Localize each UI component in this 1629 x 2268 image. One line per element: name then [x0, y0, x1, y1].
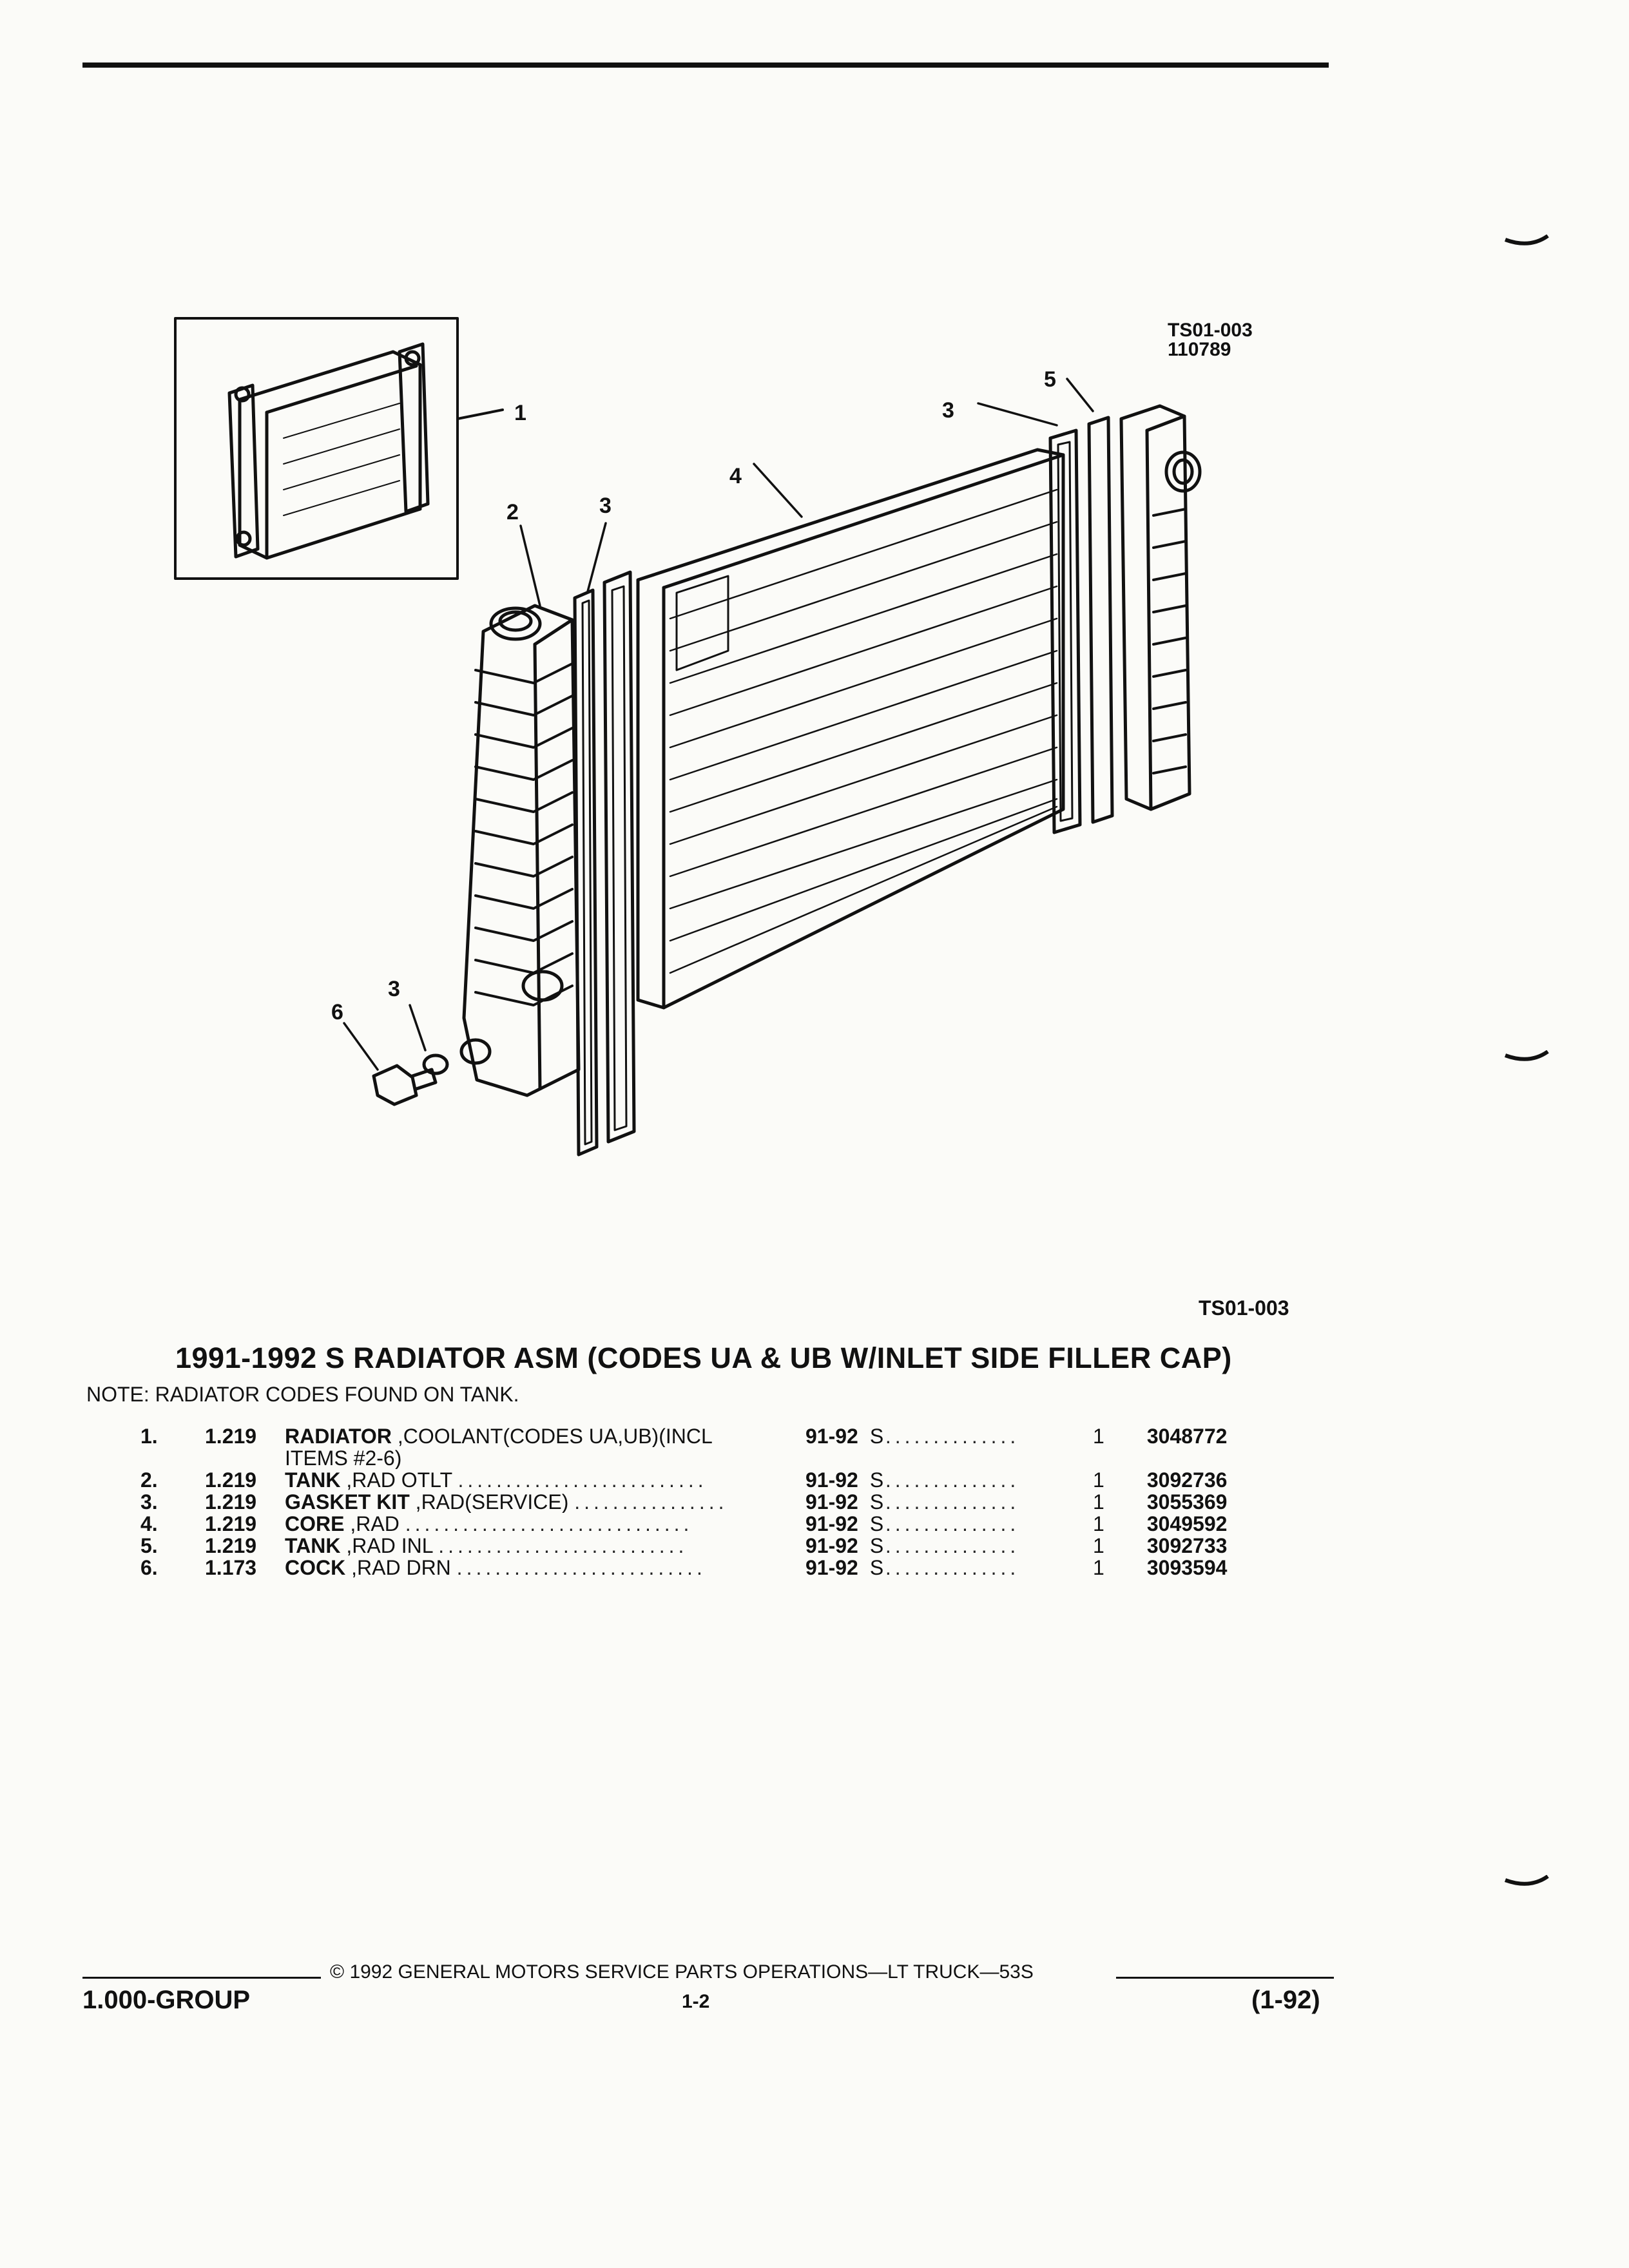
row-years: 91-92 — [805, 1490, 858, 1514]
leader-dots: .............. — [885, 1491, 1020, 1513]
row-name: TANK — [285, 1535, 341, 1557]
callout-2: 2 — [506, 500, 519, 524]
drain-seal — [422, 1053, 449, 1075]
table-row: 5. 1.219 TANK ,RAD INL .................… — [140, 1535, 1244, 1557]
radiator-exploded-illustration: 1 2 3 3 4 5 3 6 — [174, 317, 1202, 1157]
row-desc-continued: ITEMS #2-6) — [285, 1447, 402, 1469]
callout-3b: 3 — [942, 398, 954, 423]
row-index: 2. — [140, 1468, 158, 1492]
row-name: RADIATOR — [285, 1425, 392, 1447]
right-gasket — [1048, 416, 1114, 834]
row-group: 1.219 — [205, 1468, 257, 1492]
row-index: 6. — [140, 1556, 158, 1579]
table-row: 3. 1.219 GASKET KIT ,RAD(SERVICE) ......… — [140, 1491, 1244, 1513]
left-gasket — [573, 570, 636, 1157]
left-tank — [462, 604, 581, 1097]
row-part-number: 3049592 — [1146, 1512, 1228, 1535]
row-code: S — [869, 1556, 884, 1579]
binder-mark-3 — [1504, 1875, 1549, 1886]
footer-rule-left — [82, 1977, 321, 1979]
table-row: 4. 1.219 CORE ,RAD .....................… — [140, 1513, 1244, 1535]
row-qty: 1 — [1093, 1534, 1104, 1557]
row-code: S — [869, 1534, 884, 1557]
footer-date: (1-92) — [1251, 1986, 1320, 2014]
row-part-number: 3055369 — [1146, 1490, 1228, 1514]
figure-ref-code: TS01-003 — [1168, 320, 1253, 341]
callout-4: 4 — [729, 464, 742, 488]
callout-3a: 3 — [599, 494, 612, 518]
row-group: 1.219 — [205, 1425, 257, 1448]
row-desc: ,RAD OTLT — [340, 1469, 452, 1491]
figure-caption-code: TS01-003 — [1199, 1296, 1289, 1320]
row-index: 3. — [140, 1490, 158, 1514]
row-name: COCK — [285, 1557, 346, 1579]
footer-copyright: © 1992 GENERAL MOTORS SERVICE PARTS OPER… — [330, 1961, 1034, 1983]
row-index: 1. — [140, 1425, 158, 1448]
callout-5: 5 — [1044, 367, 1056, 392]
row-name: GASKET KIT — [285, 1491, 410, 1513]
row-desc: ,RAD INL — [340, 1535, 433, 1557]
parts-table: 1. 1.219 RADIATOR ,COOLANT(CODES UA,UB)(… — [140, 1425, 1244, 1579]
section-title: 1991-1992 S RADIATOR ASM (CODES UA & UB … — [175, 1341, 1232, 1374]
inset-radiator-thumbnail — [227, 342, 430, 560]
section-note: NOTE: RADIATOR CODES FOUND ON TANK. — [86, 1383, 519, 1406]
row-group: 1.219 — [205, 1512, 257, 1535]
row-desc: ,RAD — [344, 1513, 400, 1535]
row-group: 1.219 — [205, 1490, 257, 1514]
row-code: S — [869, 1468, 884, 1492]
row-group: 1.219 — [205, 1534, 257, 1557]
top-rule — [82, 62, 1329, 68]
row-qty: 1 — [1093, 1425, 1104, 1448]
leader-dots: .............. — [885, 1535, 1020, 1557]
leader-dots: .............. — [885, 1425, 1020, 1447]
row-years: 91-92 — [805, 1556, 858, 1579]
radiator-core — [636, 448, 1065, 1010]
row-years: 91-92 — [805, 1512, 858, 1535]
table-row: 2. 1.219 TANK ,RAD OTLT ................… — [140, 1469, 1244, 1491]
row-group: 1.173 — [205, 1556, 257, 1579]
row-code: S — [869, 1425, 884, 1448]
row-years: 91-92 — [805, 1425, 858, 1448]
figure-ref-number: 110789 — [1168, 339, 1231, 360]
callout-3c: 3 — [388, 977, 400, 1001]
row-name: TANK — [285, 1469, 341, 1491]
row-part-number: 3093594 — [1146, 1556, 1228, 1579]
leader-dots: .............. — [885, 1513, 1020, 1535]
row-code: S — [869, 1512, 884, 1535]
row-desc: ,COOLANT(CODES UA,UB)(INCL — [391, 1425, 713, 1447]
row-index: 4. — [140, 1512, 158, 1535]
right-tank — [1119, 404, 1202, 811]
row-index: 5. — [140, 1534, 158, 1557]
row-part-number: 3092736 — [1146, 1468, 1228, 1492]
row-desc: ,RAD DRN — [345, 1557, 451, 1579]
row-qty: 1 — [1093, 1512, 1104, 1535]
row-years: 91-92 — [805, 1468, 858, 1492]
row-part-number: 3092733 — [1146, 1534, 1228, 1557]
binder-mark-1 — [1504, 235, 1549, 245]
footer-page-number: 1-2 — [682, 1991, 710, 2012]
row-name: CORE — [285, 1513, 345, 1535]
table-row: 6. 1.173 COCK ,RAD DRN .................… — [140, 1557, 1244, 1579]
row-part-number: 3048772 — [1146, 1425, 1228, 1448]
footer-group: 1.000-GROUP — [82, 1986, 251, 2014]
leader-dots: .............. — [885, 1557, 1020, 1579]
leader-dots: .............. — [885, 1469, 1020, 1491]
footer-rule-right — [1116, 1977, 1334, 1979]
callout-6: 6 — [331, 1000, 343, 1024]
table-row: 1. 1.219 RADIATOR ,COOLANT(CODES UA,UB)(… — [140, 1425, 1244, 1447]
callout-1: 1 — [514, 401, 526, 425]
row-years: 91-92 — [805, 1534, 858, 1557]
binder-mark-2 — [1504, 1050, 1549, 1061]
row-qty: 1 — [1093, 1468, 1104, 1492]
row-code: S — [869, 1490, 884, 1514]
table-row-continuation: ITEMS #2-6) — [140, 1447, 1244, 1469]
row-qty: 1 — [1093, 1556, 1104, 1579]
row-desc: ,RAD(SERVICE) — [409, 1491, 569, 1513]
row-qty: 1 — [1093, 1490, 1104, 1514]
drain-cock — [372, 1064, 438, 1106]
